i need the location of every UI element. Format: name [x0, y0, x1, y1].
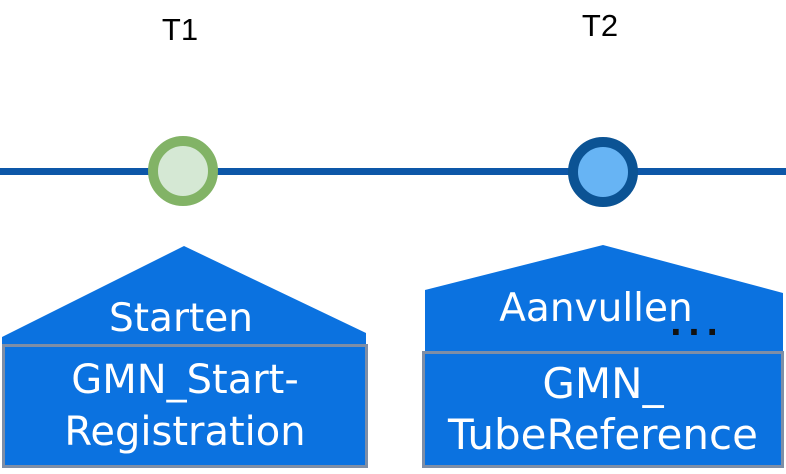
milestone-marker-t2 [568, 137, 638, 207]
step-name-line: GMN_Start- [71, 357, 299, 403]
time-label-t2: T2 [581, 8, 619, 43]
step-name-line: GMN_ [542, 359, 664, 409]
step-box-t2: GMN_ TubeReference [422, 351, 784, 468]
step-box-t1: GMN_Start- Registration [2, 344, 368, 468]
overflow-ellipsis: ... [669, 305, 725, 343]
house-roof-t1 [2, 246, 366, 346]
time-label-t1: T1 [161, 12, 199, 47]
roof-shape-t2 [425, 245, 783, 352]
step-name-line: TubeReference [448, 409, 758, 459]
milestone-marker-t1 [148, 136, 218, 206]
milestone-circle-t2 [568, 137, 638, 207]
roof-shape-t1 [2, 246, 366, 346]
action-label-t1: Starten [109, 296, 253, 341]
timeline-line [0, 168, 786, 175]
action-label-t2: Aanvullen [499, 286, 693, 331]
step-name-line: Registration [64, 409, 306, 455]
milestone-circle-t1 [148, 136, 218, 206]
house-roof-t2 [425, 245, 783, 352]
